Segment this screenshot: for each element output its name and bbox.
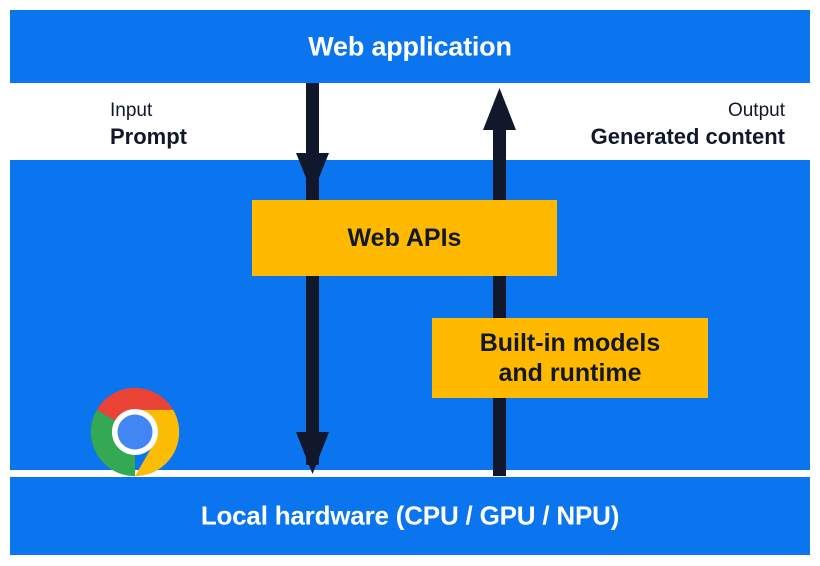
box-web-apis[interactable]: Web APIs <box>252 200 557 276</box>
band-local-hardware: Local hardware (CPU / GPU / NPU) <box>10 477 810 555</box>
flow-label-input: Input Prompt <box>110 99 187 151</box>
chrome-logo-icon <box>90 387 180 477</box>
band-web-application: Web application <box>10 10 810 83</box>
flow-label-output-kind: Output <box>727 100 785 121</box>
box-built-in-models-text: Built-in models and runtime <box>480 328 661 389</box>
box-built-in-models-line2: and runtime <box>498 359 642 387</box>
band-web-application-label: Web application <box>308 31 512 61</box>
flow-label-output-value: Generated content <box>590 124 785 150</box>
box-web-apis-label: Web APIs <box>347 223 462 252</box>
band-local-hardware-label: Local hardware (CPU / GPU / NPU) <box>200 500 620 531</box>
box-built-in-models-line1: Built-in models <box>479 328 661 357</box>
box-built-in-models[interactable]: Built-in models and runtime <box>432 318 708 398</box>
flow-label-input-value: Prompt <box>110 124 187 150</box>
flow-label-output: Output Generated content <box>591 99 785 151</box>
flow-label-input-kind: Input <box>110 100 153 121</box>
